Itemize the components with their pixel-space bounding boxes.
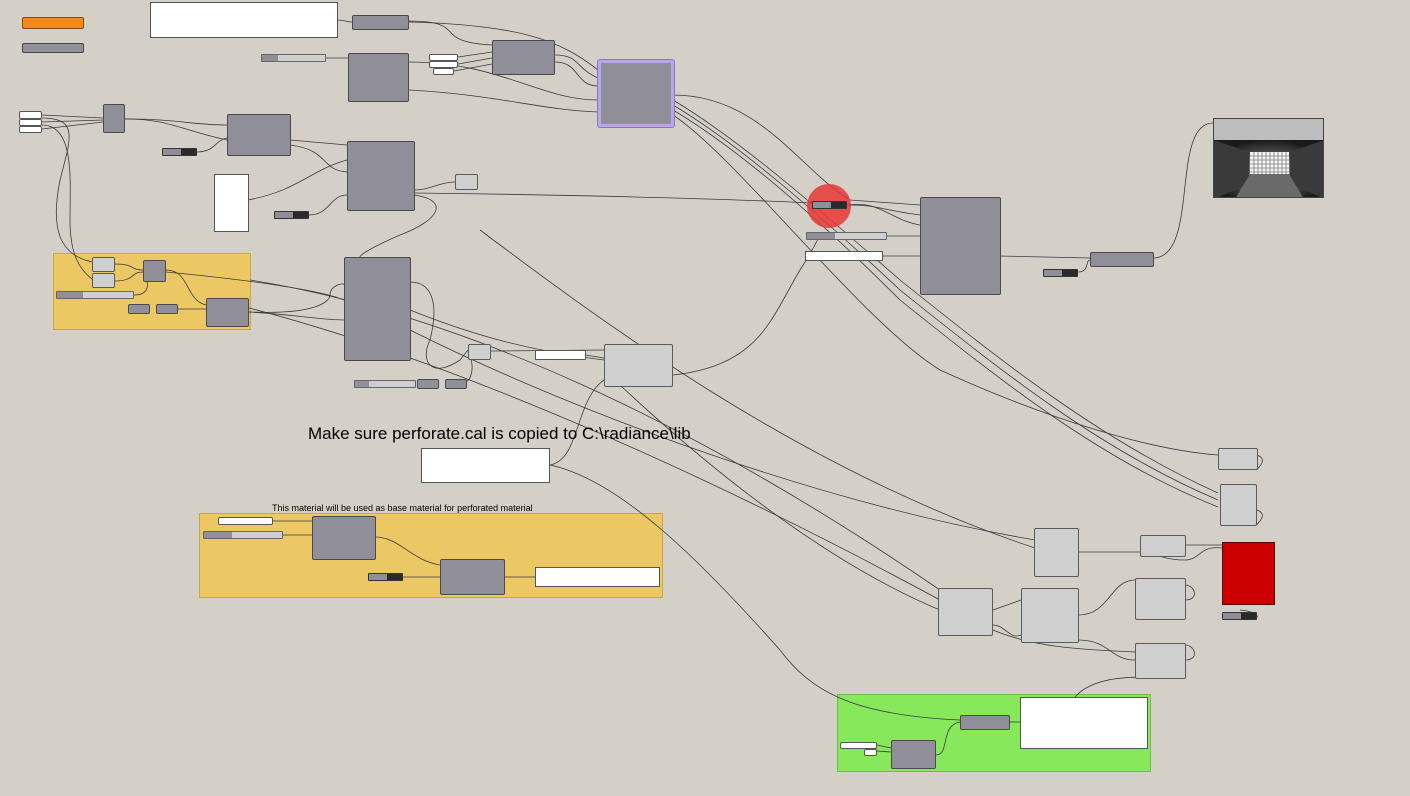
image-preview-render[interactable] — [1213, 118, 1324, 198]
component-lr-2[interactable] — [1140, 535, 1186, 557]
int-slider-3[interactable] — [368, 573, 403, 581]
orange-param-chip[interactable] — [22, 17, 84, 29]
int-slider-4[interactable] — [1043, 269, 1078, 277]
int-slider-in-warning[interactable] — [812, 201, 847, 209]
component-yl-2[interactable] — [92, 273, 115, 288]
panel-green-out[interactable] — [1020, 697, 1148, 749]
component-right-strip[interactable] — [1090, 252, 1154, 267]
component-right-big[interactable] — [920, 197, 1001, 295]
component-base-material-2[interactable] — [440, 559, 505, 595]
toggle-stack-2[interactable] — [19, 119, 42, 126]
component-bottom-chip-2[interactable] — [445, 379, 467, 389]
component-center-tall[interactable] — [347, 141, 415, 211]
component-lr-5[interactable] — [1135, 578, 1186, 620]
toggle-stack-1[interactable] — [19, 111, 42, 119]
component-center-node[interactable] — [468, 344, 491, 360]
panel-left-tall[interactable] — [214, 174, 249, 232]
render-image — [1214, 140, 1323, 197]
component-lr-1[interactable] — [1034, 528, 1079, 577]
slider-right-mid[interactable] — [806, 232, 887, 240]
toggle-green-1[interactable] — [840, 742, 877, 749]
component-yl-1[interactable] — [92, 257, 115, 272]
panel-mid-strip[interactable] — [805, 251, 883, 261]
int-slider-1[interactable] — [162, 148, 197, 156]
slider-top[interactable] — [261, 54, 326, 62]
component-yl-3[interactable] — [143, 260, 166, 282]
slider-base-material[interactable] — [203, 531, 283, 539]
component-yl-6[interactable] — [206, 298, 249, 327]
toggle-top-2[interactable] — [429, 61, 458, 68]
slider-bottom-mid[interactable] — [354, 380, 416, 388]
int-slider-5[interactable] — [1222, 612, 1257, 620]
panel-top[interactable] — [150, 2, 338, 38]
component-lr-3[interactable] — [938, 588, 993, 636]
slider-yellow-left[interactable] — [56, 291, 134, 299]
toggle-green-2[interactable] — [864, 749, 877, 756]
int-slider-2[interactable] — [274, 211, 309, 219]
toggle-base-material[interactable] — [218, 517, 273, 525]
component-top-small[interactable] — [352, 15, 409, 30]
component-green-mid[interactable] — [891, 740, 936, 769]
component-base-material-1[interactable] — [312, 516, 376, 560]
note-base-material: This material will be used as base mater… — [272, 503, 533, 513]
component-top-mid[interactable] — [348, 53, 409, 102]
component-lower-tall[interactable] — [344, 257, 411, 361]
component-green-small[interactable] — [960, 715, 1010, 730]
component-left-mid[interactable] — [227, 114, 291, 156]
component-yl-4[interactable] — [128, 304, 150, 314]
toggle-top-3[interactable] — [433, 68, 454, 75]
component-center-block[interactable] — [604, 344, 673, 387]
component-error-red[interactable] — [1222, 542, 1275, 605]
component-left-small[interactable] — [103, 104, 125, 133]
panel-center-strip[interactable] — [535, 350, 586, 360]
component-lr-4[interactable] — [1021, 588, 1079, 643]
panel-base-material-out[interactable] — [535, 567, 660, 587]
component-lr-6[interactable] — [1135, 643, 1186, 679]
toggle-top-1[interactable] — [429, 54, 458, 61]
image-preview-titlebar — [1214, 119, 1323, 141]
component-bottom-chip-1[interactable] — [417, 379, 439, 389]
component-selected[interactable] — [598, 60, 674, 127]
toggle-stack-3[interactable] — [19, 126, 42, 133]
component-yl-5[interactable] — [156, 304, 178, 314]
note-perforate-cal: Make sure perforate.cal is copied to C:\… — [308, 424, 691, 443]
component-center-tiny[interactable] — [455, 174, 478, 190]
component-top-merge[interactable] — [492, 40, 555, 75]
component-right-r1[interactable] — [1218, 448, 1258, 470]
component-right-r2[interactable] — [1220, 484, 1257, 526]
gray-param-chip[interactable] — [22, 43, 84, 53]
panel-center[interactable] — [421, 448, 550, 483]
